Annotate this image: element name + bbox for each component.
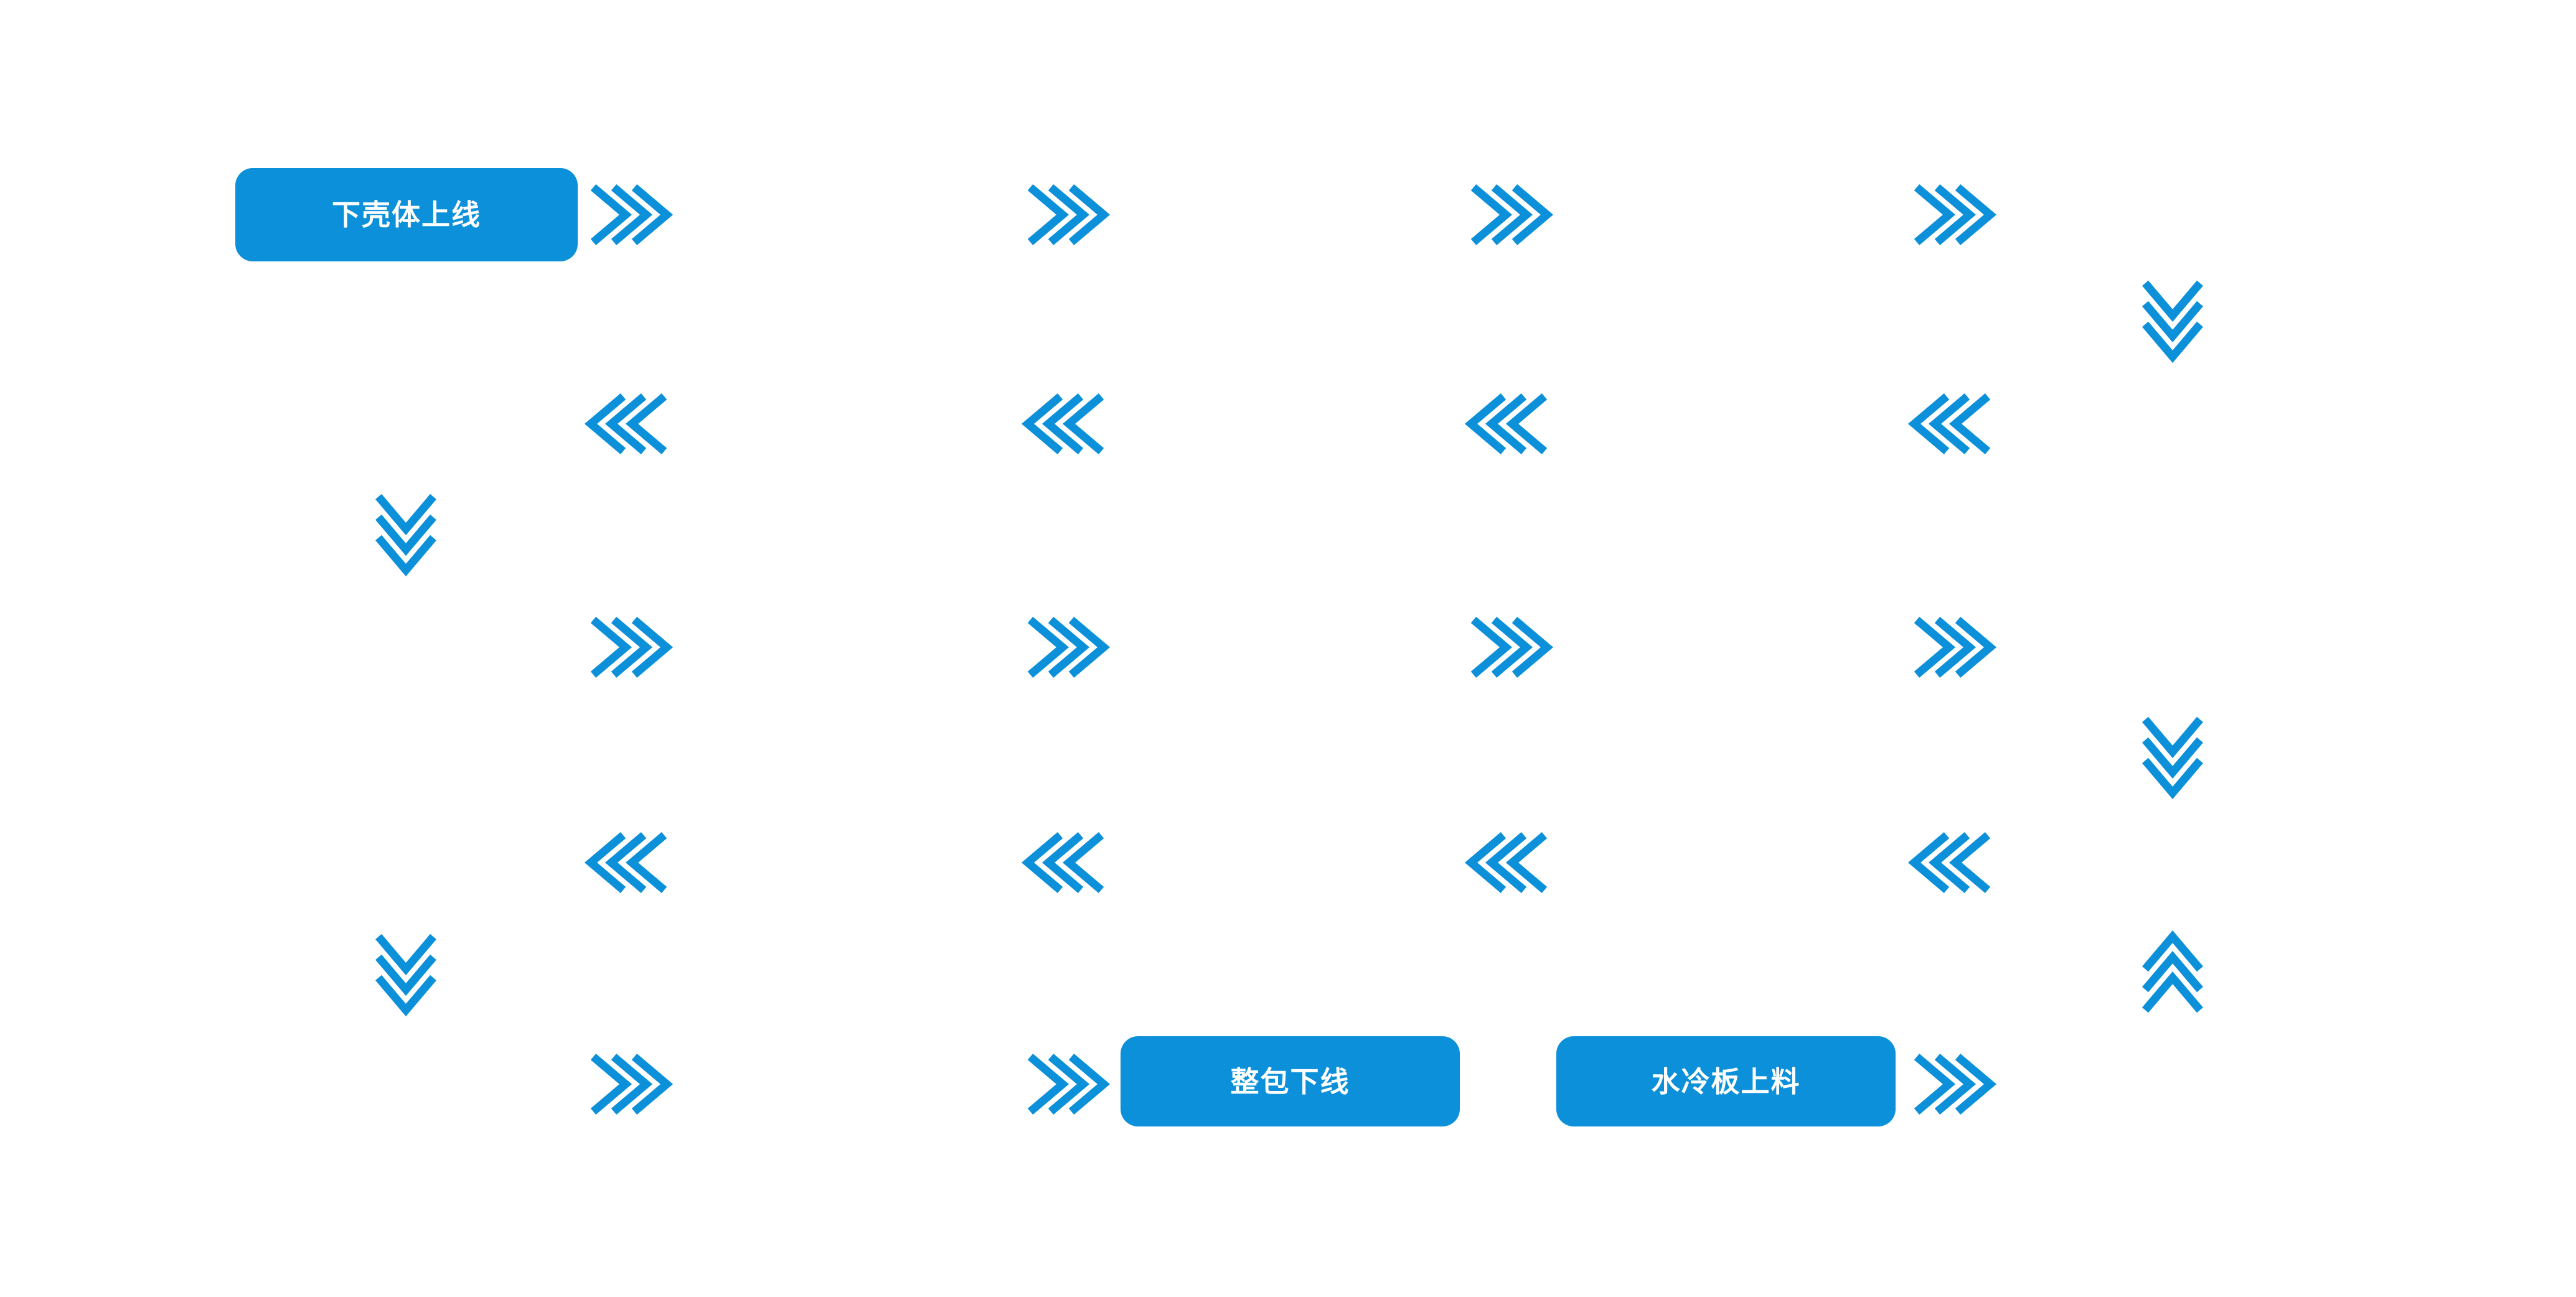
chevron-right-icon [590,168,674,261]
chevron-right-icon [590,1037,674,1131]
chevron-right-icon [1027,168,1111,261]
chevron-right-icon [590,601,674,694]
node-lower-shell-online[interactable]: 下壳体上线 [235,168,578,261]
node-pack-offline[interactable]: 整包下线 [1121,1036,1460,1126]
node-label: 下壳体上线 [332,199,481,231]
chevron-right-icon [1470,168,1554,261]
node-label: 水冷板上料 [1651,1065,1801,1098]
chevron-down-icon [2135,272,2210,365]
chevron-left-icon [1464,816,1548,909]
node-label: 整包下线 [1230,1065,1350,1098]
chevron-down-icon [369,485,443,579]
chevron-down-icon [369,925,443,1019]
chevron-down-icon [2135,708,2210,802]
chevron-left-icon [1464,377,1548,471]
chevron-left-icon [1907,816,1991,909]
chevron-right-icon [1914,1037,1997,1131]
node-cooling-plate-feed[interactable]: 水冷板上料 [1556,1036,1896,1126]
chevron-left-icon [1907,377,1991,471]
chevron-left-icon [584,377,667,471]
chevron-left-icon [1021,377,1104,471]
chevron-right-icon [1027,601,1111,694]
chevron-right-icon [1914,601,1997,694]
chevron-right-icon [1027,1037,1111,1131]
chevron-left-icon [1021,816,1104,909]
chevron-right-icon [1914,168,1997,261]
chevron-up-icon [2135,928,2210,1021]
chevron-right-icon [1470,601,1554,694]
chevron-left-icon [584,816,667,909]
